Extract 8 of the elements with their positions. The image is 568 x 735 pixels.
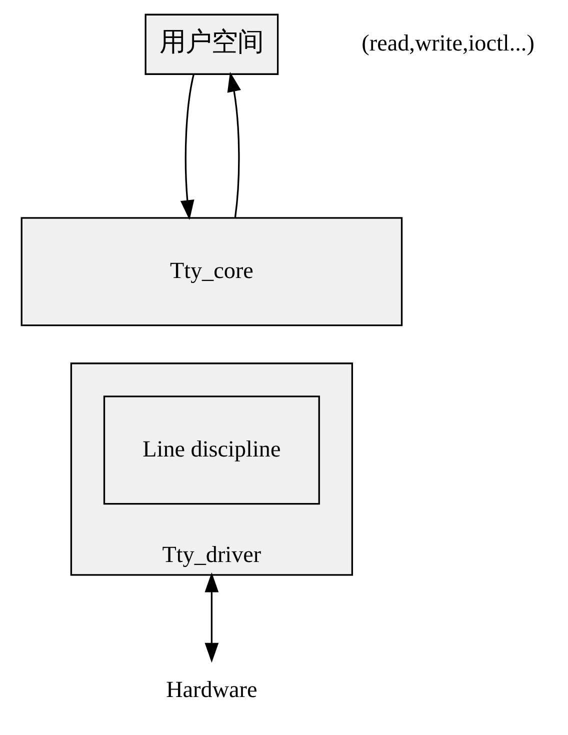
node-box: Line discipline (103, 396, 320, 505)
node-text: Hardware (166, 676, 258, 703)
label: (read,write,ioctl...) (362, 30, 534, 56)
node-box: Tty_core (20, 217, 403, 326)
arrow (180, 74, 194, 220)
node-box: 用户空间 (144, 14, 279, 75)
arrow (204, 572, 219, 663)
arrow (227, 72, 241, 218)
